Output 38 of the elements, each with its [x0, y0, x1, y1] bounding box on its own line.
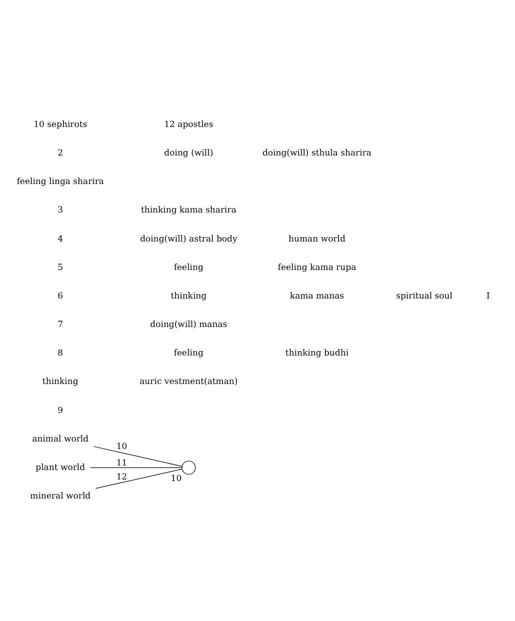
label: I	[486, 291, 490, 302]
label: doing (will)	[164, 148, 213, 159]
label: feeling kama rupa	[277, 262, 356, 273]
label: 4	[57, 234, 63, 244]
node-text: mineral world	[30, 492, 90, 502]
label: feeling linga sharira	[16, 177, 104, 188]
label: 7	[57, 320, 63, 330]
label: 10 sephirots	[33, 120, 87, 130]
label: kama manas	[289, 291, 344, 302]
connector	[93, 446, 182, 467]
label: 2	[57, 148, 63, 159]
label: feeling	[173, 348, 203, 359]
edge-label: 11	[116, 458, 127, 468]
label: 9	[57, 406, 63, 416]
label: 3	[57, 206, 63, 216]
label: doing(will) astral body	[140, 234, 237, 244]
node-circle	[181, 460, 196, 475]
label: thinking	[170, 291, 206, 302]
label: 5	[57, 262, 63, 273]
label: auric vestment(atman)	[139, 377, 238, 388]
connector	[94, 468, 182, 489]
edge-label: 10	[116, 442, 127, 452]
label: thinking	[42, 377, 78, 388]
label: 8	[57, 348, 63, 359]
label: 6	[57, 291, 63, 302]
node-label: 10	[170, 474, 182, 484]
label: doing(will) manas	[150, 320, 227, 330]
label: spiritual soul	[396, 291, 452, 302]
label: thinking budhi	[284, 348, 348, 359]
label: human world	[288, 234, 345, 244]
label: feeling	[173, 262, 203, 273]
label: thinking kama sharira	[140, 206, 236, 216]
edge-label: 12	[116, 472, 127, 482]
label: 12 apostles	[164, 120, 213, 130]
connector	[90, 467, 182, 468]
label: doing(will) sthula sharira	[262, 148, 371, 159]
node-text: animal world	[32, 434, 88, 444]
node-text: plant world	[35, 462, 85, 473]
